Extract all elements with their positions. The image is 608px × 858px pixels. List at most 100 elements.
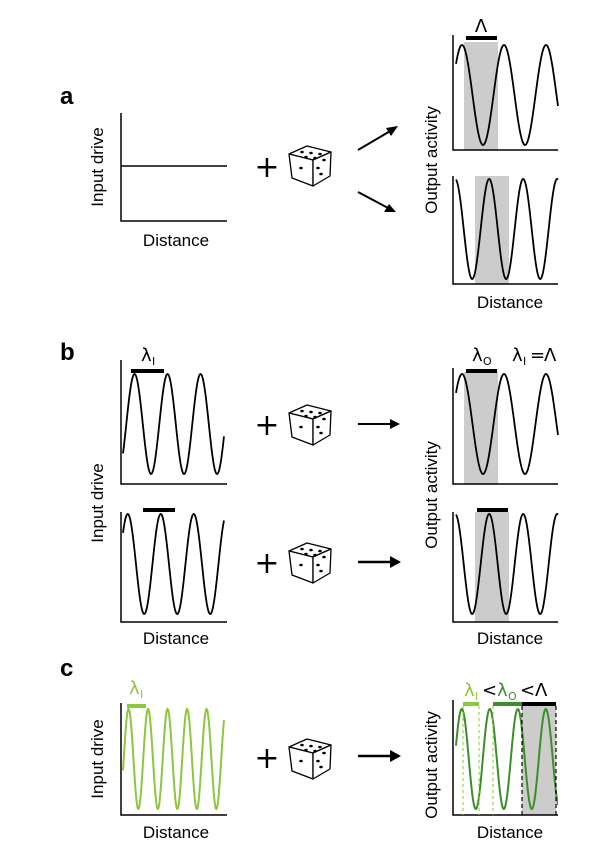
y-axis-label: Output activity (422, 441, 441, 549)
axes (120, 512, 227, 623)
panel-a-input-plot: Input drive Distance (88, 113, 227, 250)
axes (452, 512, 558, 623)
dice-pip (319, 765, 323, 769)
dice-right-face (312, 548, 332, 584)
panel-b-input-bottom: Input drive Distance (88, 463, 227, 648)
plus-sign: + (254, 546, 279, 581)
dice-pip (322, 555, 326, 559)
dice-right-face (312, 151, 332, 187)
y-axis-label: Output activity (422, 106, 441, 214)
dice-pip (300, 547, 304, 551)
lambda-label: λ (472, 345, 483, 366)
dice-pip (319, 172, 323, 176)
svg-text:λ: λ (512, 345, 523, 366)
dice-right-face (312, 744, 332, 780)
lambda-subscript: I (152, 355, 155, 368)
output-wave (455, 44, 559, 146)
axes (452, 176, 558, 285)
dice-pip (322, 417, 326, 421)
dice-left-face (288, 746, 314, 780)
svg-text:I: I (475, 690, 478, 703)
dice-icon (288, 145, 332, 187)
capital-lambda-label: Λ (475, 16, 488, 37)
arrow-icon (357, 191, 396, 212)
axes (452, 35, 558, 151)
y-axis-label: Output activity (422, 711, 441, 819)
panel-b: b λ I Input drive Distance + + (60, 339, 559, 648)
panel-label-b: b (60, 339, 75, 366)
axes (452, 700, 558, 816)
input-wave (122, 707, 225, 811)
output-wave (455, 373, 559, 475)
dice-pip (309, 548, 313, 552)
input-wave (122, 513, 225, 615)
dice-pip (300, 409, 304, 413)
dice-pip (316, 166, 320, 170)
dice-pip (304, 414, 308, 418)
dice-pip (313, 749, 317, 753)
dice-pip (299, 425, 303, 429)
svg-text:λ: λ (497, 680, 508, 701)
panel-label-c: c (60, 655, 73, 682)
x-axis-label: Distance (143, 823, 209, 842)
dice-pip (299, 563, 303, 567)
dice-pip (313, 415, 317, 419)
panel-a-output-bottom: Output activity Distance (422, 106, 559, 312)
plus-sign: + (254, 408, 279, 443)
dice-pip (299, 759, 303, 763)
panel-b-output-bottom: Output activity Distance (422, 441, 559, 648)
dice-left-face (288, 550, 314, 584)
dice-left-face (288, 412, 314, 446)
output-wave (455, 708, 558, 810)
arrow-icon (358, 750, 401, 762)
axes (452, 368, 558, 485)
lambda-subscript: I (140, 688, 143, 701)
axes (120, 113, 227, 222)
dice-icon (288, 738, 332, 780)
svg-text:O: O (508, 690, 517, 703)
dice-pip (300, 743, 304, 747)
panel-b-input-top: λ I (120, 345, 227, 485)
relation-label: λ I = Λ (512, 345, 557, 368)
dice-pip (313, 156, 317, 160)
x-axis-label: Distance (477, 629, 543, 648)
dice-pip (309, 151, 313, 155)
dice-pip (319, 569, 323, 573)
svg-text:<: < (520, 680, 535, 701)
y-axis-label: Input drive (88, 127, 107, 206)
svg-text:Λ: Λ (535, 680, 548, 701)
dice-pip (309, 744, 313, 748)
input-wave (122, 372, 225, 476)
dice-pip (316, 563, 320, 567)
dice-icon (288, 404, 332, 446)
dice-pip (316, 425, 320, 429)
lambda-subscript: O (483, 355, 492, 368)
svg-text:λ: λ (464, 680, 475, 701)
dice-pip (313, 553, 317, 557)
dice-icon (288, 542, 332, 584)
panel-a: a Input drive Distance + Λ (60, 16, 559, 312)
dice-pip (304, 155, 308, 159)
arrow-icon (357, 126, 398, 151)
svg-text:I: I (523, 355, 526, 368)
x-axis-label: Distance (143, 231, 209, 250)
output-wave (455, 513, 559, 615)
x-axis-label: Distance (477, 293, 543, 312)
svg-text:<: < (482, 680, 497, 701)
dice-left-face (288, 153, 314, 187)
arrow-icon (358, 556, 401, 568)
panel-c-output: λ I < λ O < Λ Output activity Distance (422, 680, 558, 842)
panel-a-output-top: Λ (452, 16, 559, 151)
svg-text:Λ: Λ (544, 345, 557, 366)
arrow-icon (358, 419, 400, 429)
dice-pip (322, 751, 326, 755)
svg-text:=: = (530, 345, 545, 366)
dice-pip (299, 166, 303, 170)
y-axis-label: Input drive (88, 463, 107, 542)
dice-pip (318, 745, 322, 749)
x-axis-label: Distance (143, 629, 209, 648)
dice-pip (322, 158, 326, 162)
dice-pip (309, 410, 313, 414)
dice-pip (304, 748, 308, 752)
